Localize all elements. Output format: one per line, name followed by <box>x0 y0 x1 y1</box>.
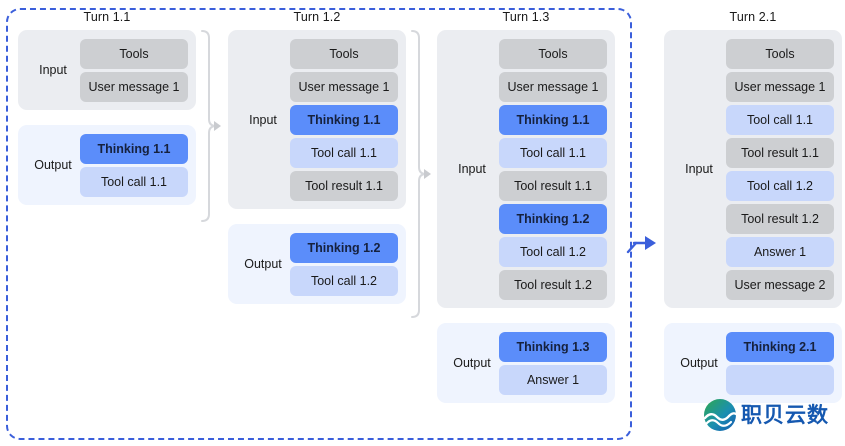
input-section: Input Tools User message 1 Thinking 1.1 … <box>437 30 615 308</box>
output-items: Thinking 1.2 Tool call 1.2 <box>290 232 398 296</box>
turn-column-4: Turn 2.1 Input Tools User message 1 Tool… <box>664 8 842 403</box>
message-block[interactable]: User message 1 <box>80 71 188 102</box>
message-block[interactable]: Thinking 2.1 <box>726 331 834 362</box>
message-block[interactable]: Tool call 1.2 <box>726 170 834 201</box>
message-block[interactable]: Tools <box>726 38 834 69</box>
watermark-text: 职贝云数 <box>741 402 829 427</box>
message-block[interactable]: Tool result 1.1 <box>726 137 834 168</box>
output-section: Output Thinking 1.1 Tool call 1.1 <box>18 125 196 205</box>
output-items: Thinking 2.1 <box>726 331 834 395</box>
turn-column-3: Turn 1.3 Input Tools User message 1 Thin… <box>437 8 615 403</box>
message-block[interactable]: Tool call 1.2 <box>499 236 607 267</box>
message-block[interactable]: Thinking 1.1 <box>499 104 607 135</box>
message-block[interactable]: Thinking 1.3 <box>499 331 607 362</box>
input-items: Tools User message 1 Tool call 1.1 Tool … <box>726 38 834 300</box>
input-section: Input Tools User message 1 <box>18 30 196 110</box>
input-items: Tools User message 1 Thinking 1.1 Tool c… <box>290 38 398 201</box>
connector-bracket-2 <box>410 30 438 318</box>
output-section: Output Thinking 1.2 Tool call 1.2 <box>228 224 406 304</box>
turn-title: Turn 1.3 <box>502 10 550 24</box>
input-items: Tools User message 1 <box>80 38 188 102</box>
message-block[interactable]: Tool result 1.1 <box>499 170 607 201</box>
message-block[interactable]: Thinking 1.1 <box>290 104 398 135</box>
turn-title: Turn 2.1 <box>729 10 777 24</box>
input-section: Input Tools User message 1 Tool call 1.1… <box>664 30 842 308</box>
output-label: Output <box>34 158 72 172</box>
input-label: Input <box>458 162 486 176</box>
message-block[interactable]: User message 1 <box>290 71 398 102</box>
connector-bracket-1 <box>200 30 228 222</box>
message-block[interactable]: Answer 1 <box>499 364 607 395</box>
input-section: Input Tools User message 1 Thinking 1.1 … <box>228 30 406 209</box>
message-block[interactable]: User message 2 <box>726 269 834 300</box>
message-block[interactable]: User message 1 <box>726 71 834 102</box>
message-block[interactable]: Tool result 1.1 <box>290 170 398 201</box>
input-label: Input <box>249 112 277 127</box>
wave-globe-icon <box>703 398 738 432</box>
message-block[interactable]: Tool call 1.1 <box>726 104 834 135</box>
output-label: Output <box>680 356 718 370</box>
message-block[interactable]: Tool result 1.2 <box>726 203 834 234</box>
message-block[interactable]: Tool call 1.2 <box>290 265 398 296</box>
message-block[interactable]: User message 1 <box>499 71 607 102</box>
message-block[interactable]: Tool call 1.1 <box>80 166 188 197</box>
turn-column-2: Turn 1.2 Input Tools User message 1 Thin… <box>228 8 406 304</box>
message-block[interactable]: Tools <box>499 38 607 69</box>
message-block[interactable]: Tool call 1.1 <box>290 137 398 168</box>
message-block[interactable]: Thinking 1.2 <box>499 203 607 234</box>
turn-title: Turn 1.2 <box>293 10 341 24</box>
input-label: Input <box>39 63 67 77</box>
output-section: Output Thinking 2.1 <box>664 323 842 403</box>
output-section: Output Thinking 1.3 Answer 1 <box>437 323 615 403</box>
input-label: Input <box>685 162 713 176</box>
message-block[interactable] <box>726 364 834 395</box>
output-items: Thinking 1.3 Answer 1 <box>499 331 607 395</box>
output-label: Output <box>453 356 491 370</box>
output-items: Thinking 1.1 Tool call 1.1 <box>80 133 188 197</box>
message-block[interactable]: Tool call 1.1 <box>499 137 607 168</box>
message-block[interactable]: Thinking 1.2 <box>290 232 398 263</box>
message-block[interactable]: Tools <box>80 38 188 69</box>
input-items: Tools User message 1 Thinking 1.1 Tool c… <box>499 38 607 300</box>
turn-column-1: Turn 1.1 Input Tools User message 1 Outp… <box>18 8 196 205</box>
turn-title: Turn 1.1 <box>83 10 131 24</box>
message-block[interactable]: Answer 1 <box>726 236 834 267</box>
message-block[interactable]: Tool result 1.2 <box>499 269 607 300</box>
message-block[interactable]: Tools <box>290 38 398 69</box>
message-block[interactable]: Thinking 1.1 <box>80 133 188 164</box>
watermark: 职贝云数 <box>703 398 829 432</box>
output-label: Output <box>244 257 282 271</box>
session-transition-arrow <box>626 232 660 256</box>
